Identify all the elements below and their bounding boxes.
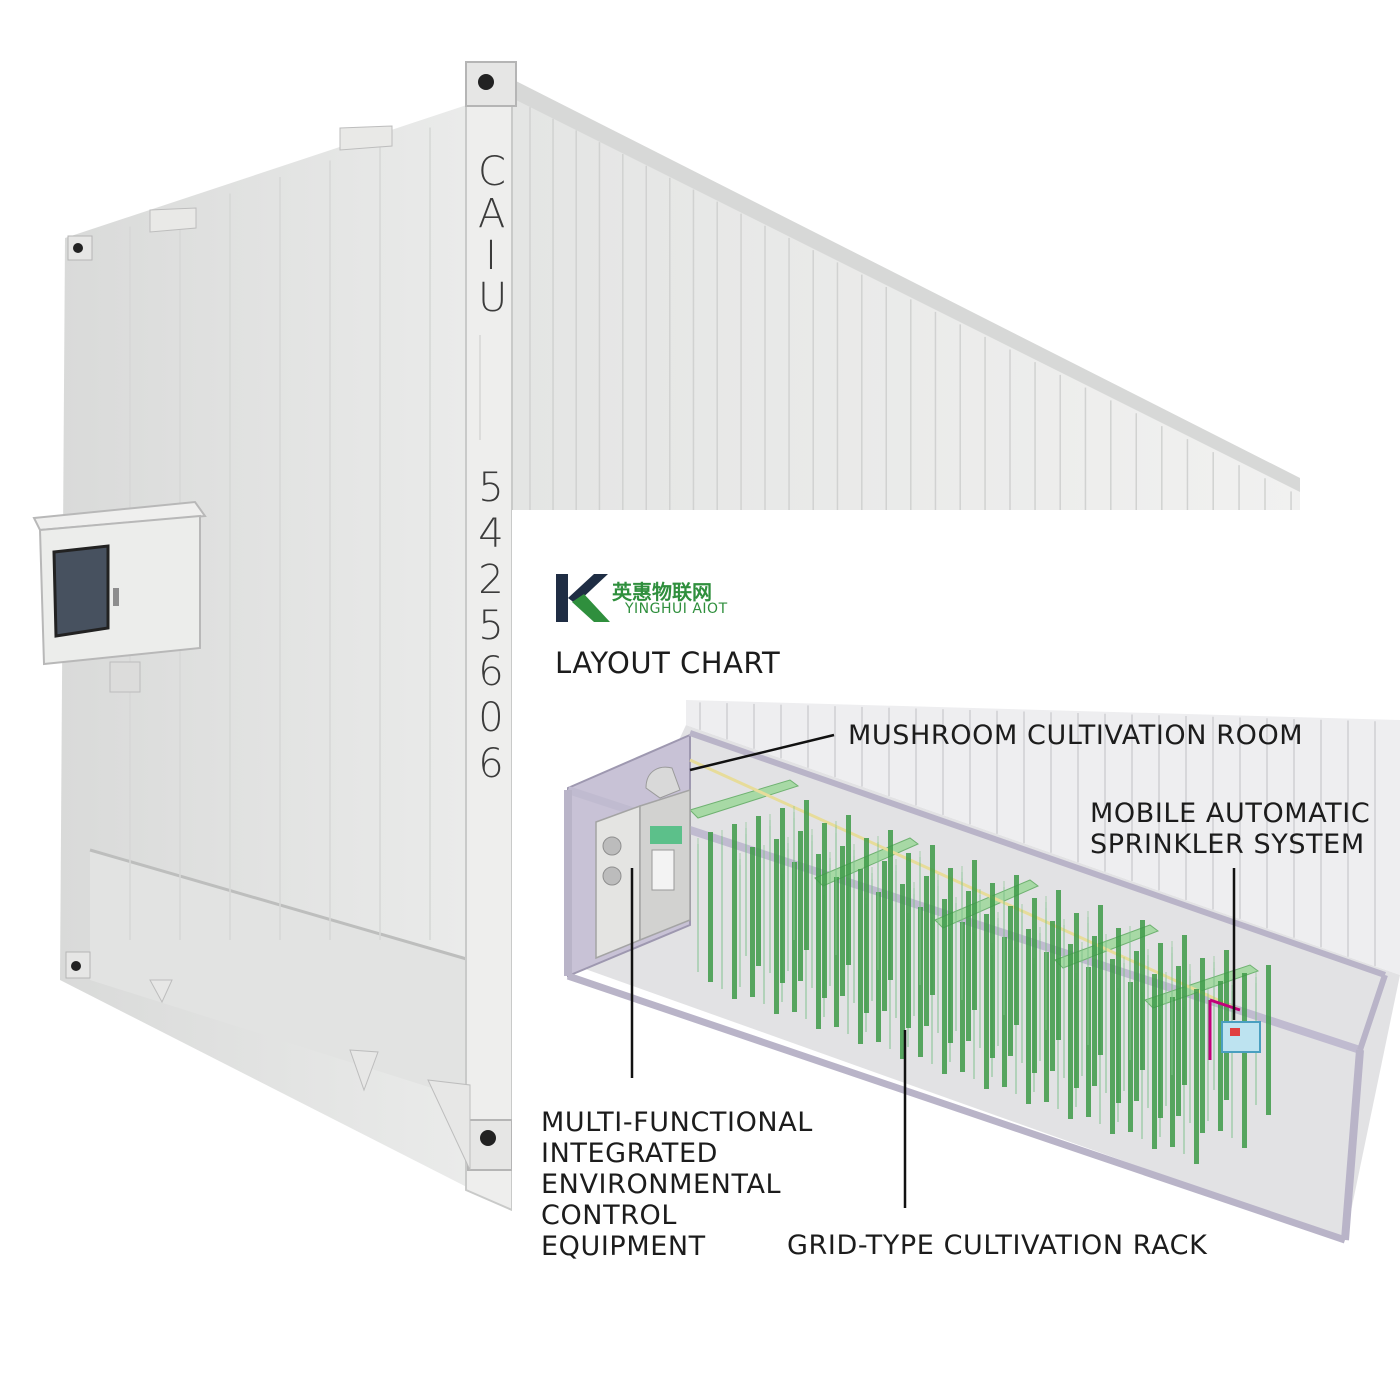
brand-name-cn: 英惠物联网 (612, 580, 712, 604)
label-line: INTEGRATED (541, 1138, 719, 1169)
label-line: MULTI-FUNCTIONAL (541, 1107, 813, 1138)
sprinkler-unit (1208, 998, 1261, 1060)
container-prefix-letter: I (485, 233, 497, 279)
label-line: EQUIPMENT (541, 1231, 706, 1262)
container-serial-digit: 0 (478, 695, 504, 741)
container-serial-digit: 6 (478, 741, 504, 787)
environmental-control-unit (595, 766, 691, 960)
container-prefix-letter: A (478, 191, 506, 237)
container-serial-digit: 6 (478, 649, 504, 695)
container-serial-digit: 5 (478, 603, 504, 649)
front-lower-panel (90, 850, 470, 1100)
top-frame-back (689, 730, 1386, 978)
label-line: MOBILE AUTOMATIC (1090, 798, 1371, 829)
label-line: ENVIRONMENTAL (541, 1169, 782, 1200)
touch-screen (52, 544, 110, 638)
label-environmental-control: MULTI-FUNCTIONAL INTEGRATED ENVIRONMENTA… (541, 1107, 813, 1262)
label-cultivation-rack: GRID-TYPE CULTIVATION RACK (787, 1230, 1207, 1261)
container-top-rail (510, 78, 1300, 492)
side-wall-ribs (529, 107, 1292, 510)
brand-name-en: YINGHUI AIOT (625, 601, 728, 617)
container-prefix-letter: U (478, 275, 508, 321)
label-line: MUSHROOM CULTIVATION ROOM (848, 720, 1304, 751)
layout-chart-title: LAYOUT CHART (555, 646, 781, 680)
control-cabinet (32, 500, 207, 693)
container-serial-digit: 5 (478, 465, 504, 511)
container-back-wall (686, 700, 1400, 975)
callout-lines (630, 733, 1236, 1208)
label-sprinkler-system: MOBILE AUTOMATIC SPRINKLER SYSTEM (1090, 798, 1370, 860)
label-mushroom-room: MUSHROOM CULTIVATION ROOM (848, 720, 1303, 751)
label-line: CONTROL (541, 1200, 678, 1231)
label-line: GRID-TYPE CULTIVATION RACK (787, 1230, 1208, 1261)
yinghui-logo-icon (556, 574, 610, 622)
container-prefix-letter: C (478, 149, 506, 195)
container-serial-digit: 2 (478, 557, 504, 603)
label-line: SPRINKLER SYSTEM (1090, 829, 1365, 860)
container-layout-3d (564, 700, 1400, 1244)
container-serial-digit: 4 (478, 511, 504, 557)
